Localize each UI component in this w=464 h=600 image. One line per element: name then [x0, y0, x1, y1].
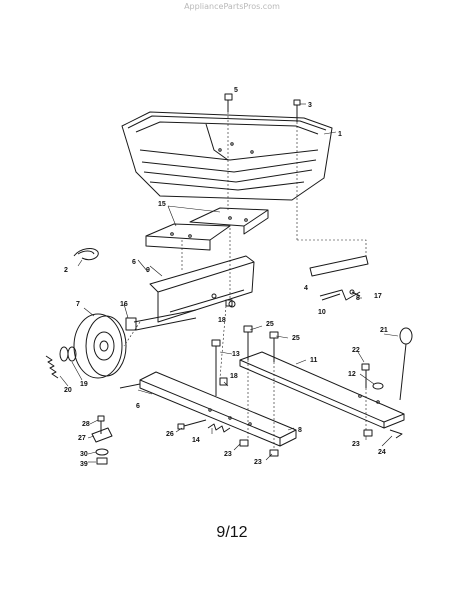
washer-part-30 [95, 448, 109, 456]
watermark-text: AppliancePartsPros.com [184, 2, 280, 11]
bracket-part-10 [319, 289, 361, 301]
callout-19: 19 [80, 381, 88, 388]
bolt-part-5 [224, 93, 233, 112]
callout-18-upper: 18 [218, 317, 226, 324]
callout-11: 11 [310, 357, 318, 364]
callout-5: 5 [234, 87, 238, 94]
callout-27: 27 [78, 435, 86, 442]
callout-23-left: 23 [224, 451, 232, 458]
callout-leaders [59, 103, 399, 463]
bolt-part-26 [177, 419, 207, 430]
callout-16: 16 [120, 301, 128, 308]
callout-25-right: 25 [292, 335, 300, 342]
axle-channel-part-9 [149, 255, 255, 323]
nut-part-18-lower [219, 377, 228, 386]
callout-3: 3 [308, 102, 312, 109]
nut-part-18-upper [225, 299, 233, 307]
bolt-part-25-left [243, 325, 253, 360]
bolt-part-22 [361, 363, 370, 388]
frame-rail-part-11 [239, 351, 405, 429]
spring-part-14 [207, 423, 231, 433]
callout-4: 4 [304, 285, 308, 292]
callout-8-right: 8 [298, 427, 302, 434]
bolt-part-3 [293, 99, 301, 122]
callout-10: 10 [318, 309, 326, 316]
hitch-pin-part-2 [73, 248, 99, 261]
spring-part-20 [45, 355, 59, 379]
frame-rail-part-8 [139, 371, 297, 447]
callout-17: 17 [374, 293, 382, 300]
callout-12: 12 [348, 371, 356, 378]
callout-25-left: 25 [266, 321, 274, 328]
bracket-part-4 [309, 255, 369, 277]
bolt-part-17 [349, 289, 361, 297]
callout-2: 2 [64, 267, 68, 274]
callout-23-right: 23 [352, 441, 360, 448]
clip-part-24 [389, 429, 403, 439]
callout-39: 39 [80, 461, 88, 468]
callout-8-upper: 8 [356, 295, 360, 302]
callout-24: 24 [378, 449, 386, 456]
washer-part-12 [372, 382, 384, 390]
tub-part-1 [121, 111, 333, 201]
callout-14: 14 [192, 437, 200, 444]
axle-part-6 [119, 309, 197, 389]
bolt-part-28 [97, 415, 105, 434]
callout-7: 7 [76, 301, 80, 308]
page-number: 9/12 [216, 524, 248, 541]
callout-6-lower: 6 [136, 403, 140, 410]
plate-part-27 [91, 427, 113, 443]
callout-20: 20 [64, 387, 72, 394]
pin-part-21 [399, 327, 413, 401]
callout-1: 1 [338, 131, 342, 138]
callout-30: 30 [80, 451, 88, 458]
callout-13: 13 [232, 351, 240, 358]
assembly-leader-lines [123, 112, 367, 450]
callout-23-middle: 23 [254, 459, 262, 466]
callout-6-upper: 6 [132, 259, 136, 266]
callout-labels: 1 2 3 4 5 6 6 7 8 8 9 10 12 13 14 15 16 … [64, 87, 388, 468]
callout-21: 21 [380, 327, 388, 334]
callout-15: 15 [158, 201, 166, 208]
bolt-part-13 [211, 339, 221, 396]
wheel-part-7 [73, 313, 127, 379]
callout-26: 26 [166, 431, 174, 438]
nut-part-23-a [239, 439, 249, 447]
tub-brackets-part-15 [145, 207, 269, 251]
callout-9: 9 [146, 267, 150, 274]
callout-22: 22 [352, 347, 360, 354]
washer-part-19 [59, 346, 77, 362]
callout-18-lower: 18 [230, 373, 238, 380]
nut-part-23-c [363, 429, 373, 437]
nut-part-39 [96, 457, 108, 465]
bolt-part-25-right [269, 331, 279, 362]
bushing-part-16 [125, 317, 137, 331]
callout-28: 28 [82, 421, 90, 428]
nut-part-23-b [269, 449, 279, 457]
